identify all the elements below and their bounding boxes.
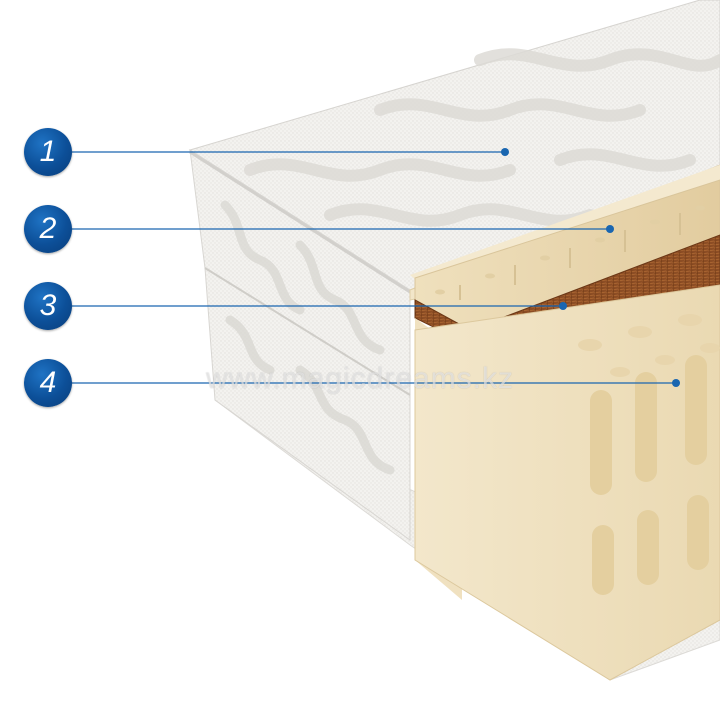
callout-badge-3: 3 bbox=[24, 282, 72, 330]
callout-badge-1: 1 bbox=[24, 128, 72, 176]
leader-points bbox=[501, 148, 680, 387]
callout-badge-2: 2 bbox=[24, 205, 72, 253]
latex-core bbox=[414, 284, 720, 681]
callout-badge-4: 4 bbox=[24, 359, 72, 407]
leader-lines bbox=[72, 151, 676, 384]
